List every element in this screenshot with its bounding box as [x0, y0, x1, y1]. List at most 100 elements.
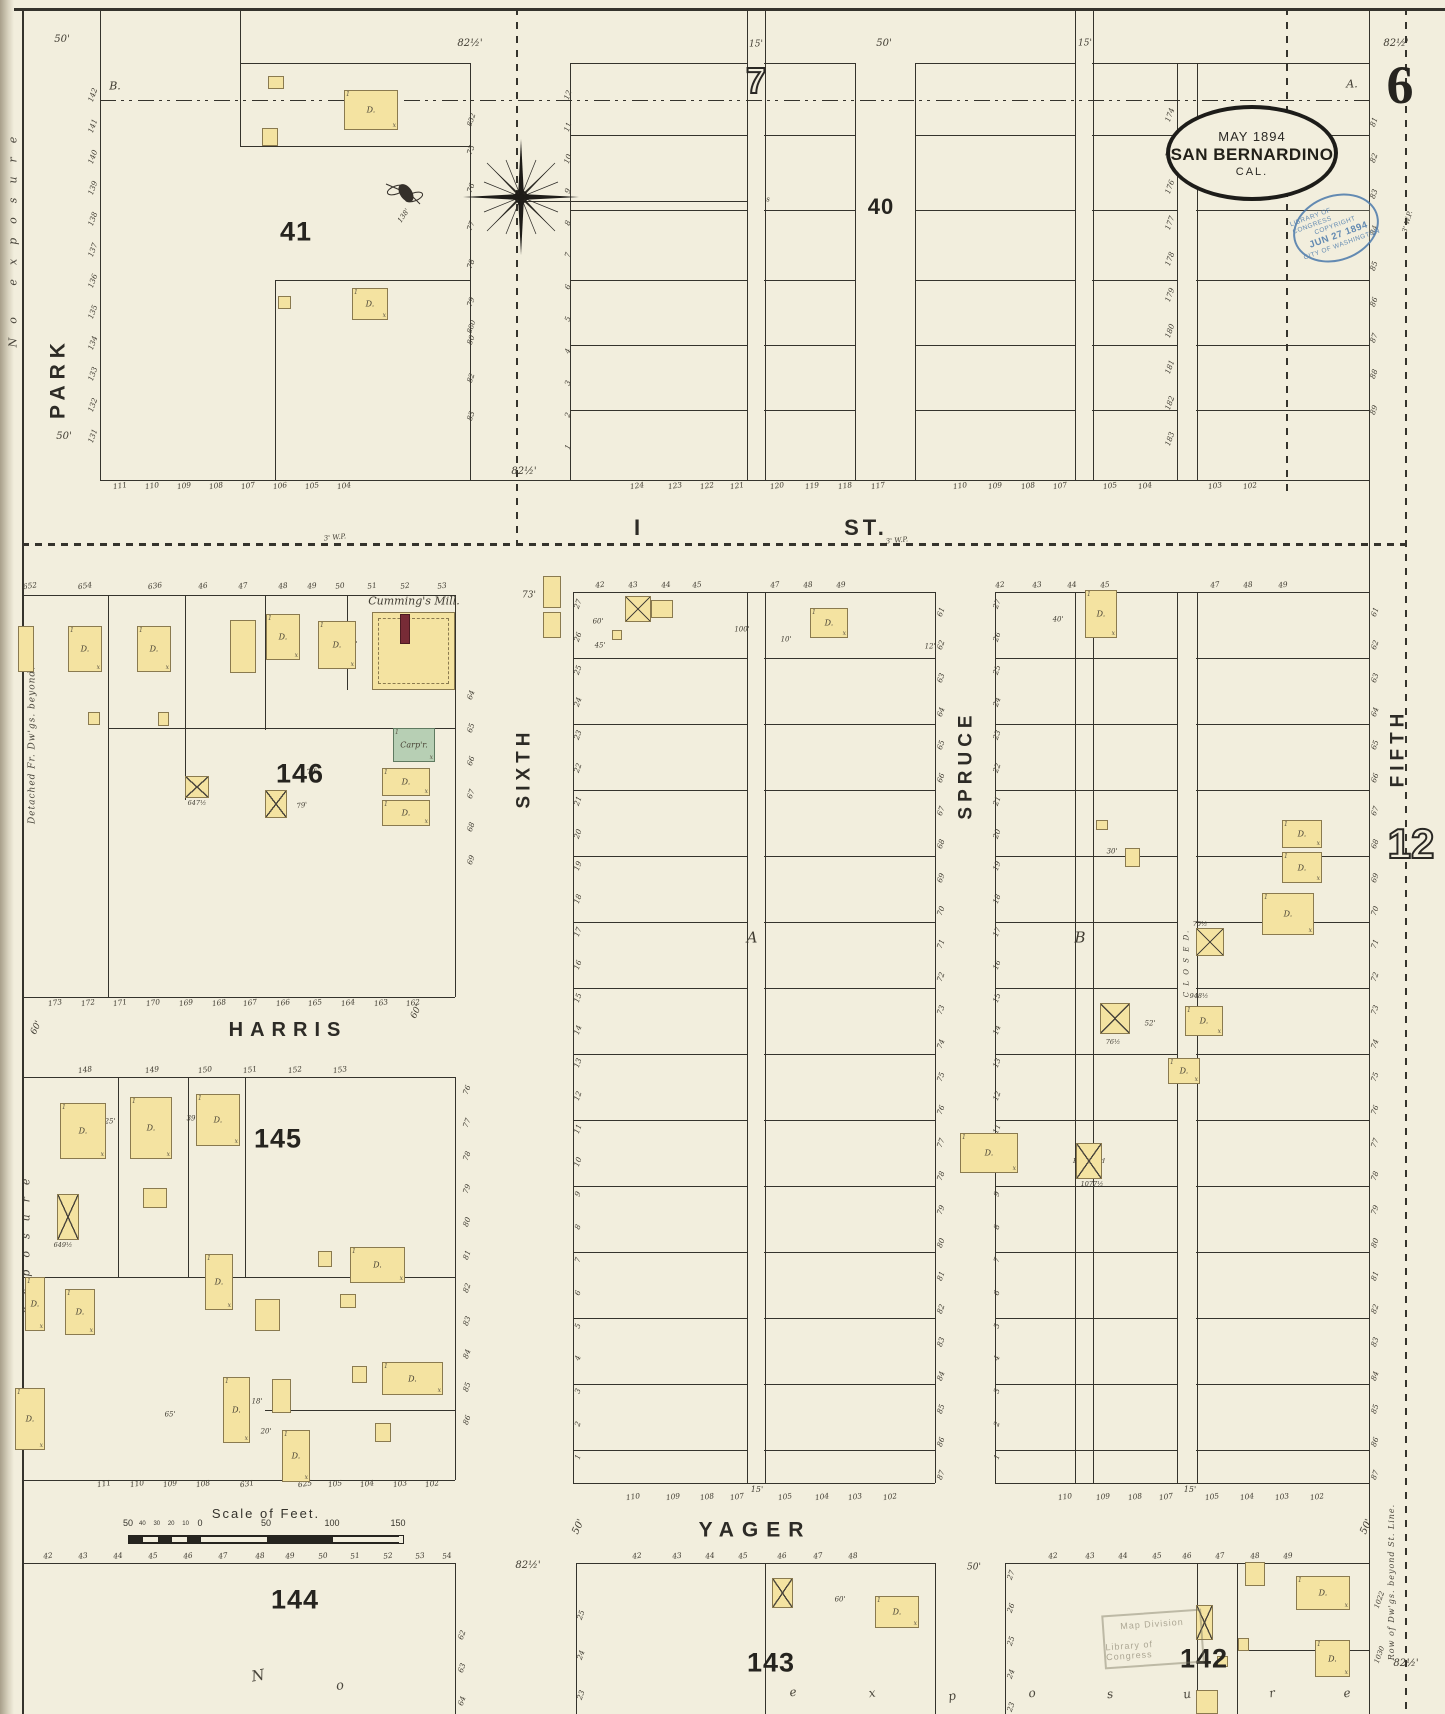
lot-number: 88 — [1367, 367, 1380, 380]
lot-number: 105 — [777, 1491, 793, 1503]
lot-number: 80 — [464, 333, 477, 346]
dimension-label: 15' — [1078, 38, 1092, 49]
dimension-label: 40' — [1052, 615, 1064, 624]
lot-number: 48 — [1242, 579, 1254, 590]
lot-number: 24 — [990, 696, 1003, 709]
dimension-label: 852 — [465, 112, 478, 128]
lot-number: 2 — [572, 1420, 583, 1428]
margin-note: r — [1268, 1685, 1276, 1701]
lot-number: 14 — [571, 1024, 584, 1037]
building-label: D. — [373, 1260, 382, 1270]
margin-note: s — [1105, 1686, 1115, 1702]
lot-number: 80 — [934, 1236, 947, 1249]
lot-number: 108 — [1020, 480, 1036, 492]
map-line — [995, 592, 996, 1483]
building — [651, 600, 673, 618]
stable-building — [772, 1578, 793, 1608]
lot-number: 73 — [934, 1004, 947, 1017]
lot-number: 48 — [254, 1550, 266, 1561]
storey-mark: 1 — [1087, 591, 1091, 598]
boundary-dashed-line — [516, 8, 518, 543]
lot-number: 170 — [145, 997, 161, 1009]
map-line — [240, 63, 470, 64]
boundary-dashed-line — [1286, 8, 1288, 498]
lot-number: 21 — [990, 794, 1003, 807]
lot-number: 103 — [1274, 1491, 1290, 1503]
lot-number: 12 — [990, 1089, 1003, 1102]
lot-number: 25 — [574, 1608, 587, 1621]
lot-number: 105 — [1204, 1491, 1220, 1503]
lot-number: 61 — [1368, 605, 1381, 618]
window-mark: x — [165, 664, 169, 671]
dimension-label: 50' — [570, 1517, 587, 1537]
lot-number: 135 — [86, 303, 100, 321]
building — [543, 612, 561, 638]
dimension-label: 3' W.P. — [1400, 210, 1415, 234]
storey-mark: 1 — [70, 627, 74, 634]
dimension-label: 50' — [876, 38, 892, 49]
lot-number: 50 — [334, 580, 346, 591]
alley-letter: B. — [109, 79, 121, 93]
lot-number: 47 — [1214, 1550, 1226, 1561]
lot-number: 18 — [571, 893, 584, 906]
lot-number: 13 — [571, 1057, 584, 1070]
lot-number: 163 — [373, 997, 389, 1009]
chimney — [400, 614, 410, 644]
building-label: D. — [332, 640, 342, 650]
lot-number: 42 — [1047, 1550, 1059, 1561]
margin-note: o — [334, 1677, 346, 1695]
stable-building — [1076, 1143, 1102, 1179]
map-line — [573, 592, 574, 1483]
map-line — [265, 1410, 455, 1411]
building-label: D. — [892, 1607, 902, 1617]
lot-number: 109 — [1095, 1491, 1111, 1503]
dimension-label: 20' — [260, 1427, 272, 1436]
building — [318, 1251, 332, 1267]
building — [143, 1188, 167, 1208]
block-number: 144 — [270, 1584, 320, 1615]
lot-number: 107 — [1052, 480, 1068, 492]
lot-number: 123 — [667, 480, 683, 492]
building-label: D. — [1283, 909, 1293, 919]
lot-number: 61 — [934, 605, 947, 618]
window-mark: x — [1194, 1076, 1198, 1083]
window-mark: x — [424, 788, 428, 795]
lot-number: 150 — [197, 1064, 213, 1076]
map-line — [576, 1563, 935, 1564]
window-mark: x — [89, 1327, 93, 1334]
lot-number: 70 — [1368, 904, 1381, 917]
lot-number: 23 — [574, 1688, 587, 1701]
lot-number: 102 — [1242, 480, 1258, 492]
lot-number: 24 — [571, 696, 584, 709]
scale-minor-tick: 20 — [167, 1521, 175, 1527]
lot-number: 64 — [455, 1694, 468, 1707]
map-line — [935, 592, 936, 1483]
lot-number: 141 — [86, 117, 100, 135]
dimension-label: 50' — [1358, 1517, 1375, 1537]
building — [158, 712, 169, 726]
street-label-park: PARK — [46, 337, 70, 419]
lot-number: 121 — [729, 480, 745, 492]
map-line — [470, 63, 471, 480]
block-number: 41 — [279, 216, 313, 247]
lot-number: 82 — [464, 371, 477, 384]
lot-number: 80 — [460, 1215, 473, 1228]
map-line — [1237, 1563, 1238, 1714]
stamp-line: Library of Congress — [1105, 1639, 1154, 1663]
building-label: D. — [278, 632, 288, 642]
storey-mark: 1 — [284, 1431, 288, 1438]
lot-number: 3 — [572, 1387, 583, 1395]
scale-tick: 50 — [260, 1518, 272, 1528]
map-line — [22, 997, 455, 998]
lot-number: 78 — [464, 257, 477, 270]
lot-number: 137 — [86, 241, 100, 259]
lot-number: 84 — [1368, 1369, 1381, 1382]
window-mark: x — [294, 652, 298, 659]
lot-number: 71 — [1368, 937, 1381, 950]
lot-number: 48 — [277, 580, 289, 591]
storey-mark: 1 — [1284, 821, 1288, 828]
dimension-label: 60' — [29, 1019, 45, 1037]
